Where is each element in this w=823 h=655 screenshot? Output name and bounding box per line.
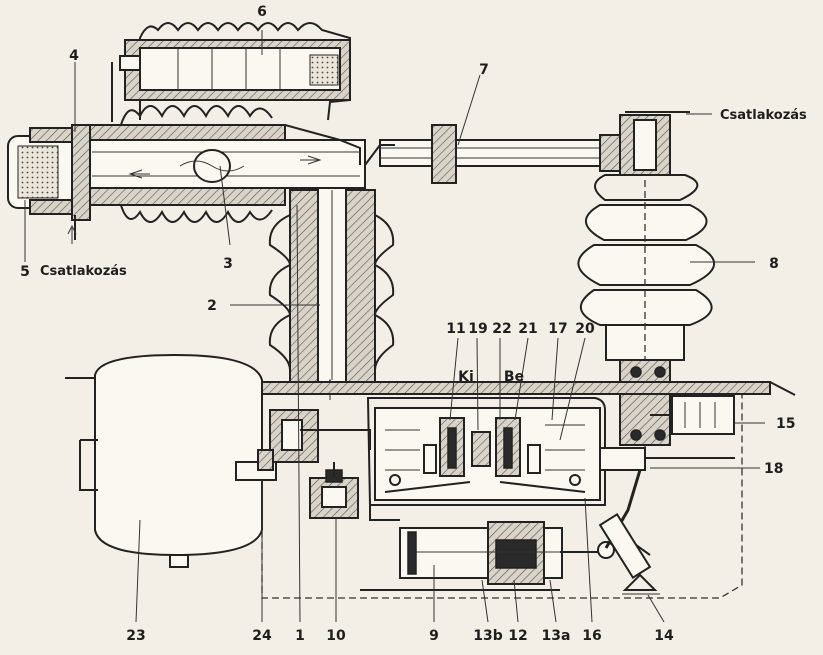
right-insulator <box>577 111 716 470</box>
valve-block <box>235 409 371 481</box>
vertical-post <box>268 187 395 400</box>
annotation-be: Be <box>504 369 524 385</box>
part-labels: 6 4 7 5 3 2 8 15 18 11 19 22 21 17 20 23… <box>20 4 807 644</box>
label-19: 19 <box>468 321 487 337</box>
label-10: 10 <box>326 628 346 644</box>
annotation-connection-left: Csatlakozás <box>40 264 127 279</box>
aux-switch <box>650 395 735 435</box>
linkage <box>598 447 735 595</box>
main-cylinder <box>360 500 615 591</box>
control-block <box>366 397 606 506</box>
label-5: 5 <box>20 264 30 280</box>
label-15: 15 <box>776 416 795 432</box>
label-7: 7 <box>479 62 489 78</box>
valve-ten <box>309 462 359 519</box>
annotation-ki: Ki <box>458 369 474 385</box>
label-20: 20 <box>575 321 595 337</box>
label-9: 9 <box>429 628 439 644</box>
label-2: 2 <box>207 298 217 314</box>
label-4: 4 <box>69 48 79 64</box>
label-17: 17 <box>548 321 567 337</box>
upper-bellows <box>119 105 273 223</box>
label-13b: 13b <box>473 628 503 644</box>
label-13a: 13a <box>542 628 571 644</box>
label-24: 24 <box>252 628 272 644</box>
label-8: 8 <box>769 256 779 272</box>
label-3: 3 <box>223 256 233 272</box>
label-16: 16 <box>582 628 601 644</box>
label-12: 12 <box>508 628 527 644</box>
label-6: 6 <box>257 4 267 20</box>
main-chamber <box>74 124 366 206</box>
label-18: 18 <box>764 461 783 477</box>
label-23: 23 <box>126 628 145 644</box>
left-contact-assembly <box>7 124 91 240</box>
label-11: 11 <box>446 321 465 337</box>
annotation-connection-right: Csatlakozás <box>720 108 807 123</box>
label-1: 1 <box>295 628 305 644</box>
top-capacitor-housing <box>111 22 351 122</box>
air-tank <box>79 353 263 568</box>
leader-lines <box>24 30 765 623</box>
label-14: 14 <box>654 628 674 644</box>
label-21: 21 <box>518 321 537 337</box>
label-22: 22 <box>492 321 511 337</box>
